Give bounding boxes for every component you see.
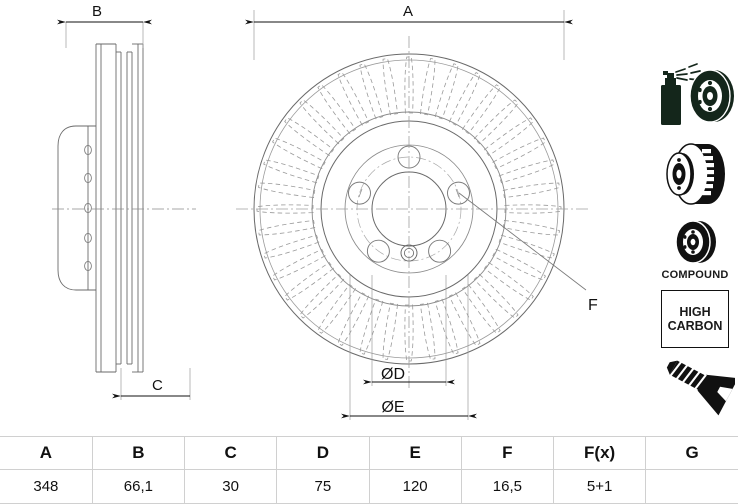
- dimension-C: C: [112, 368, 191, 400]
- table-value-fx: 5+1: [552, 469, 647, 504]
- table-value-row: 348 66,1 30 75 120 16,5 5+1: [0, 469, 738, 504]
- table-header-g: G: [645, 436, 738, 470]
- compound-label: COMPOUND: [661, 268, 729, 281]
- table-header-fx: F(x): [552, 436, 647, 470]
- dimension-OD-label: ØD: [381, 366, 405, 383]
- table-header-a: A: [0, 436, 93, 470]
- dimension-OD: ØD: [363, 275, 455, 386]
- dimension-A: A: [245, 3, 573, 60]
- section-bolt-holes: [84, 144, 92, 272]
- dimension-A-label: A: [403, 3, 413, 20]
- bolt-hole-ticks: [358, 188, 460, 198]
- wheel-bolt-holes: [348, 145, 470, 263]
- table-value-b: 66,1: [91, 469, 186, 504]
- table-header-e: E: [368, 436, 462, 470]
- spec-table: A B C D E F F(x) G 348 66,1 30 75 120 16…: [0, 436, 738, 504]
- table-value-c: 30: [183, 469, 278, 504]
- front-view-centerlines: [236, 36, 588, 388]
- table-header-row: A B C D E F F(x) G: [0, 436, 738, 470]
- high-carbon-line1: HIGH: [679, 305, 711, 319]
- table-header-d: D: [276, 436, 370, 470]
- table-value-g: [645, 469, 738, 504]
- dimension-F-label: F: [588, 297, 598, 314]
- compound-disc-icon: COMPOUND: [652, 212, 738, 286]
- coated-disc-icon: [652, 58, 738, 136]
- table-value-f: 16,5: [460, 469, 555, 504]
- ventilated-disc-icon: [652, 136, 738, 212]
- table-value-e: 120: [368, 469, 462, 504]
- table-value-d: 75: [276, 469, 370, 504]
- dimension-F: F: [458, 192, 598, 314]
- table-header-c: C: [183, 436, 278, 470]
- table-value-a: 348: [0, 469, 93, 504]
- high-carbon-badge: HIGH CARBON: [652, 286, 738, 352]
- side-section-view: [57, 43, 144, 373]
- dimension-C-label: C: [152, 377, 163, 394]
- dimension-OE-label: ØE: [381, 399, 404, 416]
- table-header-b: B: [91, 436, 186, 470]
- dimension-B: B: [57, 3, 152, 48]
- dimension-OE: ØE: [341, 275, 477, 420]
- high-carbon-line2: CARBON: [667, 319, 723, 333]
- feature-icon-column: COMPOUND HIGH CARBON: [652, 58, 738, 436]
- screw-icon: [652, 352, 738, 422]
- table-header-f: F: [460, 436, 555, 470]
- dimension-B-label: B: [92, 3, 102, 20]
